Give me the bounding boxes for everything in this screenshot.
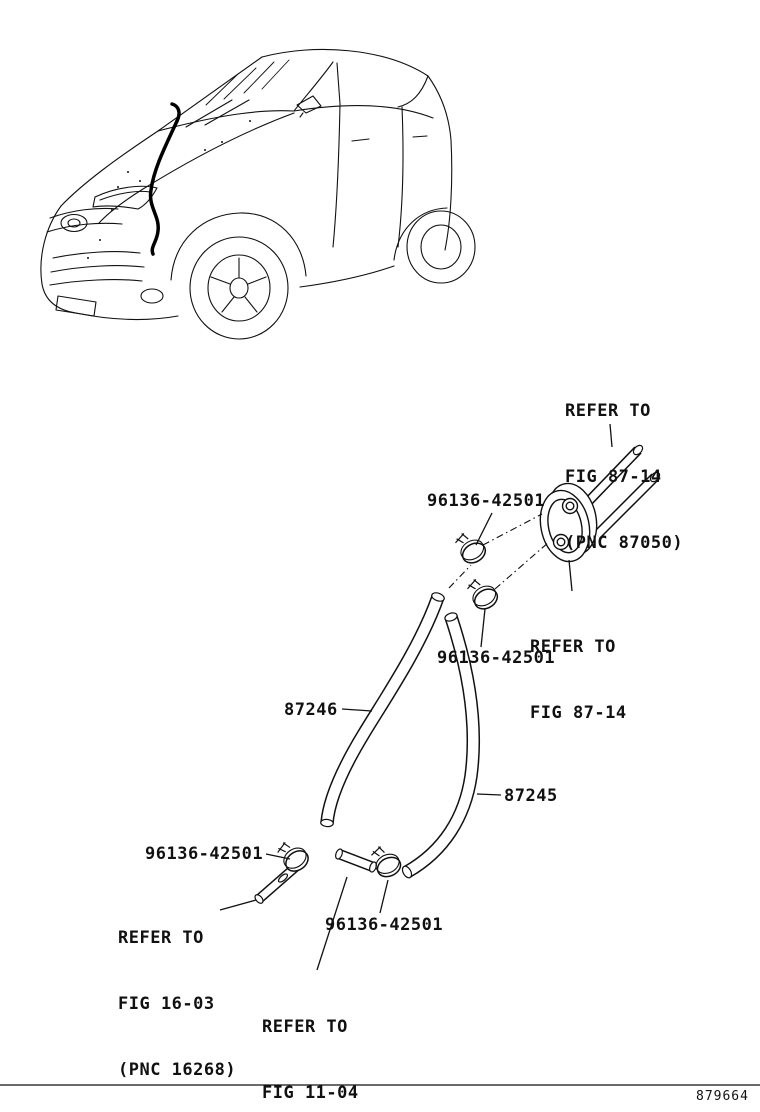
- refer-line: REFER TO: [565, 401, 651, 421]
- part-label-clamp-upper[interactable]: 96136-42501: [427, 491, 546, 511]
- refer-line: FIG 87-14: [565, 467, 662, 487]
- water-outlet-flange: [539, 482, 598, 563]
- refer-line: (PNC 16268): [118, 1060, 237, 1080]
- hose-87246: [320, 592, 445, 828]
- assembly-dash-lines: [448, 513, 550, 590]
- refer-line: REFER TO: [530, 637, 616, 657]
- hose-clamp-mid: [467, 579, 499, 610]
- part-label-clamp-lower-left[interactable]: 96136-42501: [145, 844, 264, 864]
- diagram-number: 879664: [696, 1089, 749, 1104]
- highlighted-hose-routing: [148, 102, 181, 256]
- refer-line: FIG 87-14: [530, 703, 627, 723]
- heater-unit-pipes: [581, 444, 661, 539]
- label-refer-fig-87-14-pnc-87050: REFER TO FIG 87-14 (PNC 87050): [565, 356, 683, 598]
- refer-line: FIG 16-03: [118, 994, 215, 1014]
- part-label-clamp-mid[interactable]: 96136-42501: [437, 648, 556, 668]
- part-label-hose-87246[interactable]: 87246: [284, 700, 338, 720]
- hose-clamp-lower-left: [277, 842, 309, 872]
- hose-clamp-lower-mid: [371, 846, 402, 878]
- hose-87245: [401, 612, 481, 879]
- label-refer-fig-87-14: REFER TO FIG 87-14: [530, 592, 627, 768]
- car-illustration: [40, 48, 476, 340]
- part-label-hose-87245[interactable]: 87245: [504, 786, 558, 806]
- label-refer-fig-11-04-pnc-11101: REFER TO FIG 11-04 (PNC 11101): [262, 972, 380, 1112]
- refer-line: (PNC 87050): [565, 533, 684, 553]
- leader-lines: [219, 423, 613, 971]
- part-label-clamp-lower-mid[interactable]: 96136-42501: [325, 915, 444, 935]
- hose-clamp-upper: [455, 533, 487, 564]
- refer-line: REFER TO: [118, 928, 204, 948]
- water-inlet-tube: [335, 848, 377, 873]
- refer-line: REFER TO: [262, 1017, 348, 1037]
- refer-line: FIG 11-04: [262, 1083, 359, 1103]
- label-refer-fig-16-03-pnc-16268: REFER TO FIG 16-03 (PNC 16268): [118, 883, 236, 1112]
